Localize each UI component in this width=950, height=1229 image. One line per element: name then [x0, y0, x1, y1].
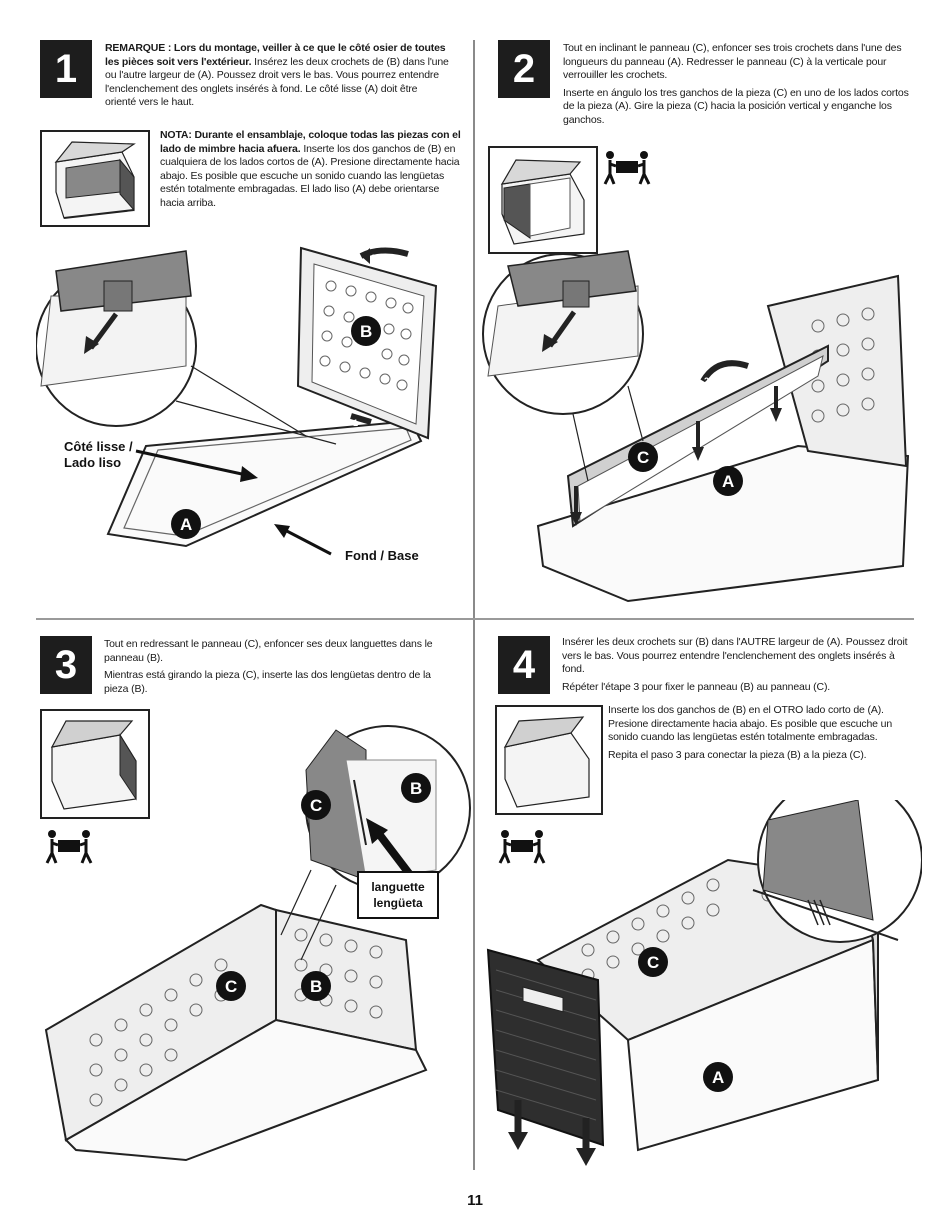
step-2-arrow-2-label: 2	[704, 376, 709, 386]
step-4-text-fr: Insérer les deux crochets sur (B) dans l…	[562, 636, 918, 698]
step-1-instruction-fr: Insérez les deux crochets de (B) dans l'…	[105, 55, 449, 109]
step-2-number: 2	[498, 40, 550, 98]
step-3-illustration: C B C B	[44, 725, 471, 1162]
step-4-illustration: C A	[486, 800, 922, 1166]
step-4-text-es: Inserte los dos ganchos de (B) en el OTR…	[608, 704, 918, 766]
step-1-label-a: A	[180, 515, 192, 534]
step-1-arrow-2-label: 2	[371, 253, 376, 263]
step-1-text-es: NOTA: Durante el ensamblaje, coloque tod…	[160, 129, 465, 215]
step-4-label-a: A	[712, 1068, 724, 1087]
step-3-label-c: C	[225, 977, 237, 996]
step-3-label-b-zoom: B	[410, 779, 422, 798]
step-1-note-es: NOTA: Durante el ensamblaje, coloque tod…	[160, 129, 461, 155]
step-4-thumbnail	[495, 705, 603, 815]
step-2-illustration: 2 C A 1	[478, 236, 910, 603]
callout-base: Fond / Base	[345, 548, 419, 563]
step-2-text: Tout en inclinant le panneau (C), enfonc…	[563, 42, 918, 132]
step-3-text: Tout en redressant le panneau (C), enfon…	[104, 638, 434, 700]
step-1-illustration: 2 1 B A	[36, 246, 438, 556]
step-4-repeat-es: Repita el paso 3 para conectar la pieza …	[608, 748, 867, 761]
step-2-instruction-es: Inserte en ángulo los tres ganchos de la…	[563, 86, 909, 126]
step-1-note-fr: REMARQUE : Lors du montage, veiller à ce…	[105, 42, 446, 68]
step-2-instruction-fr: Tout en inclinant le panneau (C), enfonc…	[563, 42, 902, 82]
step-3-instruction-es: Mientras está girando la pieza (C), inse…	[104, 669, 431, 695]
step-4-number: 4	[498, 636, 550, 694]
vertical-divider	[473, 40, 475, 1170]
step-1-thumbnail	[40, 130, 150, 227]
step-1-number: 1	[40, 40, 92, 98]
two-person-lift-icon	[498, 830, 546, 864]
horizontal-divider	[36, 618, 914, 620]
step-4-instruction-es: Inserte los dos ganchos de (B) en el OTR…	[608, 704, 893, 744]
step-2-thumbnail	[488, 146, 598, 254]
step-4-instruction-fr: Insérer les deux crochets sur (B) dans l…	[562, 636, 908, 676]
two-person-lift-icon	[45, 830, 93, 864]
step-1-arrow-1-label: 1	[353, 418, 358, 428]
page-number: 11	[467, 1192, 483, 1209]
step-3-instruction-fr: Tout en redressant le panneau (C), enfon…	[104, 638, 433, 664]
step-3-label-c-zoom: C	[310, 796, 322, 815]
two-person-lift-icon	[603, 151, 651, 185]
step-1-instruction-es: Inserte los dos ganchos de (B) en cualqu…	[160, 142, 460, 209]
step-2-arrow-1-label: 1	[478, 236, 479, 237]
step-1-label-b: B	[360, 322, 372, 341]
callout-smooth-side: Côté lisse / Lado liso	[64, 439, 133, 470]
step-2-label-a: A	[722, 472, 734, 491]
callout-tab: languette lengüeta	[357, 871, 439, 919]
step-3-number: 3	[40, 636, 92, 694]
step-1-text-fr: REMARQUE : Lors du montage, veiller à ce…	[105, 42, 450, 114]
step-3-label-b: B	[310, 977, 322, 996]
step-4-label-c: C	[647, 953, 659, 972]
step-4-repeat-fr: Répéter l'étape 3 pour fixer le panneau …	[562, 680, 831, 693]
step-3-thumbnail	[40, 709, 150, 819]
step-2-label-c: C	[637, 448, 649, 467]
